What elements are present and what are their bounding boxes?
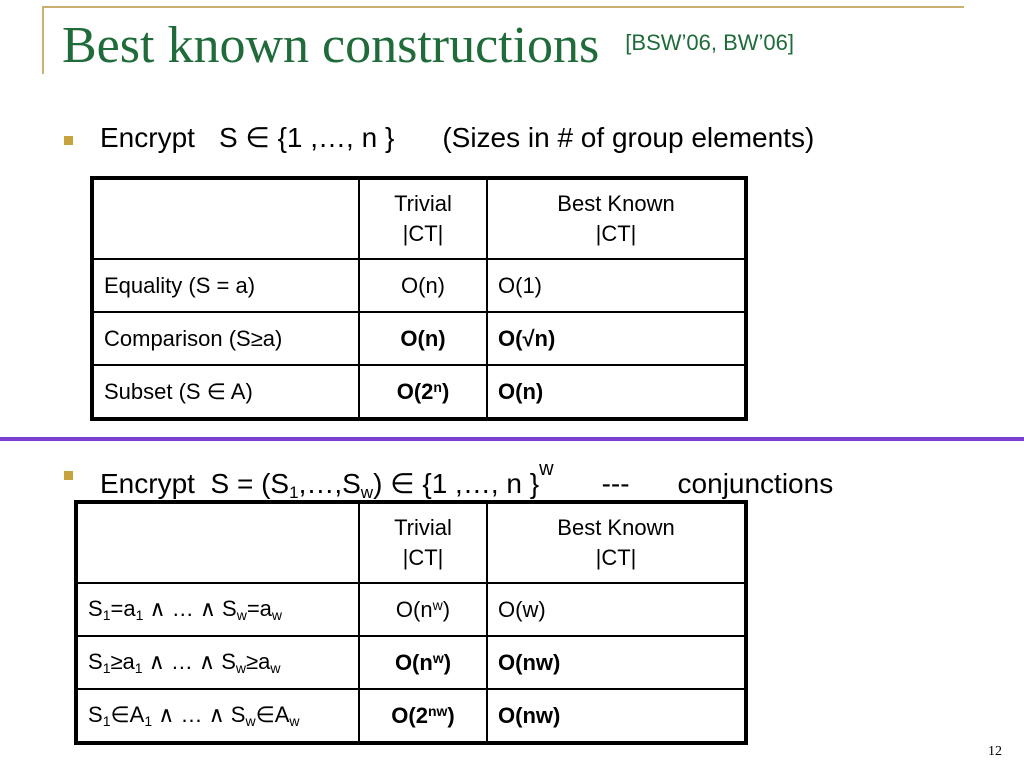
row-label: S1≥a1 ∧ … ∧ Sw≥aw bbox=[76, 635, 360, 690]
bullet-1-set: S ∈ {1 ,…, n } bbox=[218, 122, 395, 153]
bullet-marker bbox=[64, 136, 73, 145]
table-row: S1=a1 ∧ … ∧ Sw=aw O(nw) O(w) bbox=[76, 582, 746, 637]
bullet-2-note: conjunctions bbox=[677, 468, 834, 499]
trivial-cell: O(nw) bbox=[358, 582, 488, 637]
header-cell-best-known: Best Known|CT| bbox=[486, 178, 746, 260]
table-row: S1≥a1 ∧ … ∧ Sw≥aw O(nw) O(nw) bbox=[76, 635, 746, 690]
frame-top-line bbox=[42, 6, 964, 8]
header-cell-empty bbox=[76, 502, 360, 584]
bullet-1-note: (Sizes in # of group elements) bbox=[442, 122, 815, 153]
trivial-cell: O(2n) bbox=[358, 364, 488, 419]
row-label: Equality (S = a) bbox=[92, 258, 360, 313]
table-row: Comparison (S≥a) O(n) O(√n) bbox=[92, 311, 746, 366]
bullet-marker bbox=[64, 471, 73, 480]
trivial-cell: O(n) bbox=[358, 258, 488, 313]
row-label: Comparison (S≥a) bbox=[92, 311, 360, 366]
best-known-cell: O(w) bbox=[486, 582, 746, 637]
table-conjunctions: Trivial|CT| Best Known|CT| S1=a1 ∧ … ∧ S… bbox=[74, 500, 748, 745]
trivial-cell: O(n) bbox=[358, 311, 488, 366]
row-label: S1=a1 ∧ … ∧ Sw=aw bbox=[76, 582, 360, 637]
bullet-2-lead: Encrypt bbox=[100, 468, 195, 499]
header-cell-trivial: Trivial|CT| bbox=[358, 178, 488, 260]
title-reference: [BSW’06, BW’06] bbox=[625, 30, 795, 55]
bullet-1: Encrypt S ∈ {1 ,…, n } (Sizes in # of grou… bbox=[100, 124, 814, 152]
row-label: Subset (S ∈ A) bbox=[92, 364, 360, 419]
table-row: Subset (S ∈ A) O(2n) O(n) bbox=[92, 364, 746, 419]
slide-title: Best known constructions [BSW’06, BW’06] bbox=[62, 20, 794, 72]
table-header-row: Trivial|CT| Best Known|CT| bbox=[92, 178, 746, 260]
best-known-cell: O(1) bbox=[486, 258, 746, 313]
best-known-cell: O(√n) bbox=[486, 311, 746, 366]
bullet-2: Encrypt S = (S1,…,Sw) ∈ {1 ,…, n }w---co… bbox=[100, 458, 834, 502]
best-known-cell: O(nw) bbox=[486, 635, 746, 690]
exponent-w: w bbox=[539, 458, 554, 480]
table-single-attribute: Trivial|CT| Best Known|CT| Equality (S =… bbox=[90, 176, 748, 421]
table-header-row: Trivial|CT| Best Known|CT| bbox=[76, 502, 746, 584]
title-text: Best known constructions bbox=[62, 17, 600, 74]
section-divider bbox=[0, 437, 1024, 441]
trivial-cell: O(nw) bbox=[358, 635, 488, 690]
table-row: Equality (S = a) O(n) O(1) bbox=[92, 258, 746, 313]
bullet-2-dashes: --- bbox=[601, 468, 630, 499]
header-cell-empty bbox=[92, 178, 360, 260]
table-row: S1∈A1 ∧ … ∧ Sw∈Aw O(2nw) O(nw) bbox=[76, 688, 746, 743]
best-known-cell: O(nw) bbox=[486, 688, 746, 743]
page-number: 12 bbox=[988, 744, 1002, 759]
best-known-cell: O(n) bbox=[486, 364, 746, 419]
frame-left-line bbox=[42, 6, 44, 74]
header-cell-best-known: Best Known|CT| bbox=[486, 502, 746, 584]
header-cell-trivial: Trivial|CT| bbox=[358, 502, 488, 584]
row-label: S1∈A1 ∧ … ∧ Sw∈Aw bbox=[76, 688, 360, 743]
trivial-cell: O(2nw) bbox=[358, 688, 488, 743]
bullet-1-lead: Encrypt bbox=[100, 122, 195, 153]
